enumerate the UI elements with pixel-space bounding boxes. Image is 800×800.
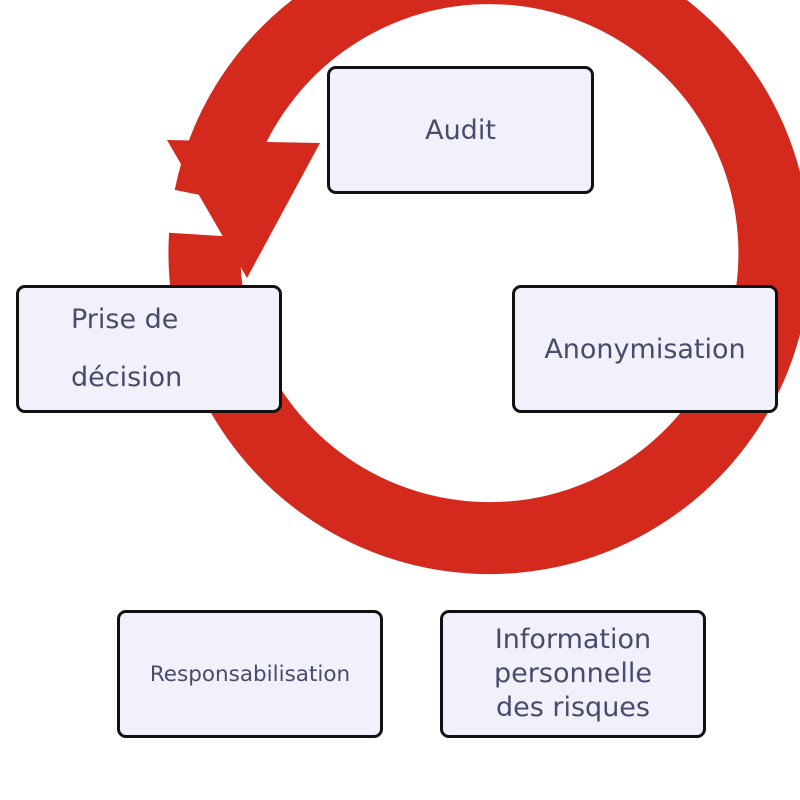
step-box-responsabilisation: Responsabilisation — [117, 610, 383, 738]
step-box-information: Information personnelle des risques — [440, 610, 706, 738]
step-box-prise-de-decision: Prise de décision — [16, 285, 282, 413]
arrow-head — [167, 140, 320, 278]
step-label-prise-de-decision: Prise de décision — [71, 304, 183, 393]
step-box-audit: Audit — [327, 66, 594, 194]
step-label-anonymisation: Anonymisation — [544, 333, 746, 365]
step-label-audit: Audit — [425, 114, 496, 146]
step-label-responsabilisation: Responsabilisation — [149, 661, 351, 687]
step-box-anonymisation: Anonymisation — [512, 285, 778, 413]
step-label-information: Information personnelle des risques — [494, 624, 652, 723]
